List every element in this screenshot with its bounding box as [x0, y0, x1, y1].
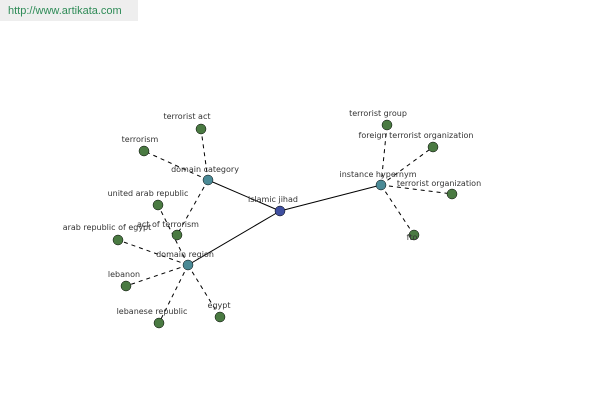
- edge-islamic-jihad-to-domain-category: [207, 179, 281, 212]
- edge-domain-category-to-act-of-terrorism: [176, 179, 209, 236]
- node-label-act-of-terrorism: act of terrorism: [137, 220, 199, 229]
- node-label-fto: fto: [407, 233, 418, 242]
- node-label-terrorist-group: terrorist group: [349, 109, 407, 118]
- node-dot-united-arab-republic[interactable]: [152, 199, 164, 211]
- nodes-layer: islamic jihad domain category domain regio…: [63, 109, 481, 329]
- node-dot-terrorist-organization[interactable]: [446, 188, 458, 200]
- watermark-banner: http://www.artikata.com: [0, 0, 138, 21]
- node-dot-islamic-jihad[interactable]: [274, 205, 286, 217]
- node-foreign-terrorist-organization[interactable]: foreign terrorist organization: [359, 131, 474, 153]
- node-label-terrorist-act: terrorist act: [163, 112, 210, 121]
- node-label-terrorist-organization: terrorist organization: [397, 179, 481, 188]
- node-label-islamic-jihad: islamic jihad: [248, 195, 298, 204]
- node-terrorist-group[interactable]: terrorist group: [349, 109, 407, 131]
- node-lebanese-republic[interactable]: lebanese republic: [117, 307, 188, 329]
- node-fto[interactable]: fto: [407, 229, 420, 242]
- node-egypt[interactable]: egypt: [208, 301, 231, 323]
- edge-instance-hypernym-to-fto: [380, 184, 415, 236]
- node-arab-republic-of-egypt[interactable]: arab republic of egypt: [63, 223, 152, 246]
- node-label-lebanese-republic: lebanese republic: [117, 307, 188, 316]
- node-terrorist-act[interactable]: terrorist act: [163, 112, 211, 135]
- node-dot-lebanese-republic[interactable]: [153, 317, 165, 329]
- edge-islamic-jihad-to-instance-hypernym: [279, 184, 382, 212]
- edge-domain-category-to-terrorist-act: [200, 128, 209, 181]
- node-dot-act-of-terrorism[interactable]: [171, 229, 183, 241]
- node-dot-foreign-terrorist-organization[interactable]: [427, 141, 439, 153]
- node-dot-egypt[interactable]: [214, 311, 226, 323]
- node-domain-region[interactable]: domain region: [156, 250, 214, 271]
- edge-domain-region-to-egypt: [187, 264, 221, 318]
- node-label-domain-region: domain region: [156, 250, 214, 259]
- node-dot-domain-category[interactable]: [202, 174, 214, 186]
- node-terrorism[interactable]: terrorism: [122, 135, 159, 157]
- node-act-of-terrorism[interactable]: act of terrorism: [137, 220, 199, 241]
- node-label-foreign-terrorist-organization: foreign terrorist organization: [359, 131, 474, 140]
- node-dot-terrorism[interactable]: [138, 145, 150, 157]
- edge-islamic-jihad-to-domain-region: [187, 210, 281, 266]
- node-label-lebanon: lebanon: [108, 270, 140, 279]
- edge-domain-region-to-lebanon: [125, 264, 189, 287]
- node-domain-category[interactable]: domain category: [171, 165, 239, 186]
- node-dot-terrorist-group[interactable]: [381, 119, 393, 131]
- node-islamic-jihad[interactable]: islamic jihad: [248, 195, 298, 217]
- edge-domain-category-to-terrorism: [143, 150, 209, 181]
- edge-domain-region-to-lebanese-republic: [158, 264, 189, 324]
- node-label-instance-hypernym: instance hypernym: [340, 170, 417, 179]
- edges-layer: [117, 124, 453, 324]
- node-label-terrorism: terrorism: [122, 135, 159, 144]
- node-dot-lebanon[interactable]: [120, 280, 132, 292]
- node-instance-hypernym[interactable]: instance hypernym: [340, 170, 417, 191]
- edge-instance-hypernym-to-foreign-terrorist-organization: [380, 146, 434, 186]
- watermark-text: http://www.artikata.com: [8, 5, 122, 17]
- node-dot-arab-republic-of-egypt[interactable]: [112, 234, 124, 246]
- node-label-egypt: egypt: [208, 301, 231, 310]
- node-dot-fto[interactable]: [408, 229, 420, 241]
- node-united-arab-republic[interactable]: united arab republic: [108, 189, 189, 211]
- node-dot-instance-hypernym[interactable]: [375, 179, 387, 191]
- node-terrorist-organization[interactable]: terrorist organization: [397, 179, 481, 200]
- node-dot-domain-region[interactable]: [182, 259, 194, 271]
- node-label-united-arab-republic: united arab republic: [108, 189, 189, 198]
- edge-instance-hypernym-to-terrorist-organization: [380, 184, 453, 195]
- node-dot-terrorist-act[interactable]: [195, 123, 207, 135]
- node-label-domain-category: domain category: [171, 165, 239, 174]
- node-label-arab-republic-of-egypt: arab republic of egypt: [63, 223, 152, 232]
- edge-instance-hypernym-to-terrorist-group: [380, 124, 388, 186]
- node-lebanon[interactable]: lebanon: [108, 270, 140, 292]
